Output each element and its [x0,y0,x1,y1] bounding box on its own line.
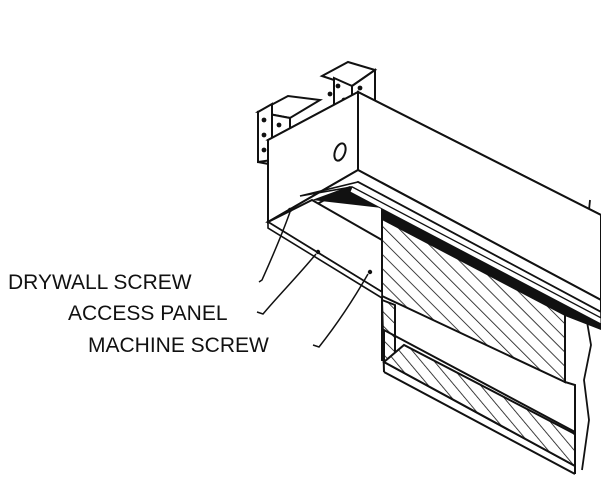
callout-machine-screw: MACHINE SCREW [88,334,269,357]
leader-lines [256,211,369,348]
access-panel-plate [265,198,383,300]
enclosure-box [265,90,601,319]
leader-drywall-screw [258,211,291,283]
access-slot [312,186,601,330]
leader-access-panel [256,253,317,315]
leader-machine-screw [312,273,369,348]
callout-drywall-screw: DRYWALL SCREW [8,271,192,294]
callout-access-panel: ACCESS PANEL [68,302,228,325]
wall-frame [381,199,593,475]
